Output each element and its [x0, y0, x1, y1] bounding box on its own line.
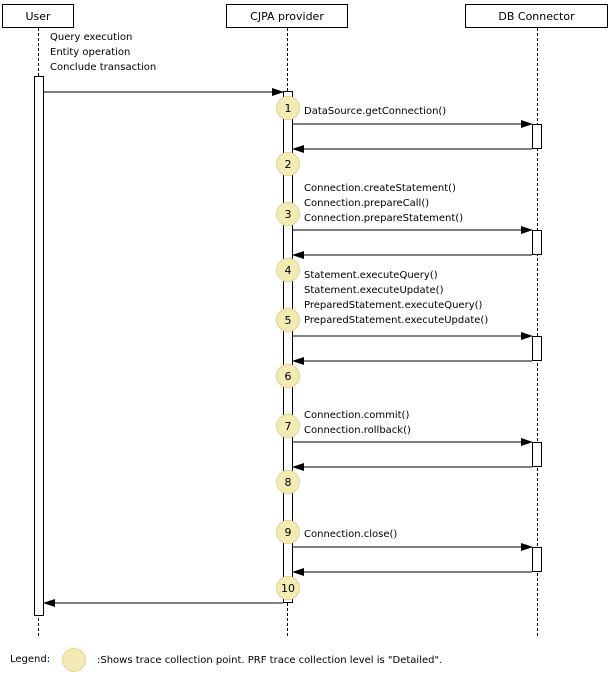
trace-point-number: 1 — [284, 101, 292, 115]
trace-point-number: 8 — [284, 475, 292, 489]
call-line: Statement.executeUpdate() — [304, 285, 444, 296]
call-line: Connection.commit() — [304, 410, 410, 421]
call-line: PreparedStatement.executeQuery() — [304, 300, 483, 311]
call-line: Connection.prepareStatement() — [304, 213, 464, 224]
actor-connector-label: DB Connector — [498, 9, 575, 23]
call-line: DataSource.getConnection() — [304, 106, 447, 117]
activation-connector-2 — [532, 230, 542, 255]
trace-point-10: 10 — [276, 576, 300, 600]
activation-connector-3 — [532, 336, 542, 361]
call-line: Connection.rollback() — [304, 425, 411, 436]
trace-point-9: 9 — [276, 520, 300, 544]
trace-point-number: 10 — [281, 581, 295, 595]
user-message-label: Query execution Entity operation Conclud… — [50, 30, 156, 75]
trace-point-number: 3 — [284, 207, 292, 221]
activation-provider — [283, 91, 293, 603]
trace-point-number: 5 — [284, 313, 292, 327]
user-message-line: Entity operation — [50, 47, 131, 58]
user-message-line: Conclude transaction — [50, 62, 157, 73]
trace-point-number: 4 — [284, 263, 292, 277]
actor-db-connector: DB Connector — [465, 4, 608, 28]
call-label-5: Connection.close() — [304, 527, 397, 542]
activation-connector-1 — [532, 124, 542, 149]
trace-point-number: 6 — [284, 369, 292, 383]
trace-point-number: 2 — [284, 157, 292, 171]
call-line: Statement.executeQuery() — [304, 270, 438, 281]
legend-label: Legend: — [10, 654, 51, 665]
call-line: PreparedStatement.executeUpdate() — [304, 315, 489, 326]
trace-point-3: 3 — [276, 202, 300, 226]
actor-user-label: User — [25, 9, 51, 23]
trace-point-8: 8 — [276, 470, 300, 494]
activation-connector-5 — [532, 547, 542, 572]
call-label-1: DataSource.getConnection() — [304, 104, 446, 119]
trace-point-7: 7 — [276, 414, 300, 438]
trace-point-2: 2 — [276, 152, 300, 176]
trace-point-5: 5 — [276, 308, 300, 332]
call-line: Connection.createStatement() — [304, 183, 456, 194]
call-line: Connection.prepareCall() — [304, 198, 430, 209]
actor-cjpa-provider: CJPA provider — [226, 4, 348, 28]
trace-point-number: 7 — [284, 419, 292, 433]
user-message-line: Query execution — [50, 32, 133, 43]
activation-user — [34, 76, 44, 616]
trace-point-1: 1 — [276, 96, 300, 120]
lifeline-db-connector — [537, 28, 538, 636]
trace-point-number: 9 — [284, 525, 292, 539]
legend-text: :Shows trace collection point. PRF trace… — [97, 655, 443, 666]
activation-connector-4 — [532, 442, 542, 467]
call-label-2: Connection.createStatement() Connection.… — [304, 181, 463, 226]
call-line: Connection.close() — [304, 529, 398, 540]
actor-provider-label: CJPA provider — [250, 9, 324, 23]
trace-point-4: 4 — [276, 258, 300, 282]
call-label-4: Connection.commit() Connection.rollback(… — [304, 408, 411, 438]
legend-trace-point-icon — [62, 648, 86, 672]
call-label-3: Statement.executeQuery() Statement.execu… — [304, 268, 488, 328]
actor-user: User — [2, 4, 74, 28]
trace-point-6: 6 — [276, 364, 300, 388]
